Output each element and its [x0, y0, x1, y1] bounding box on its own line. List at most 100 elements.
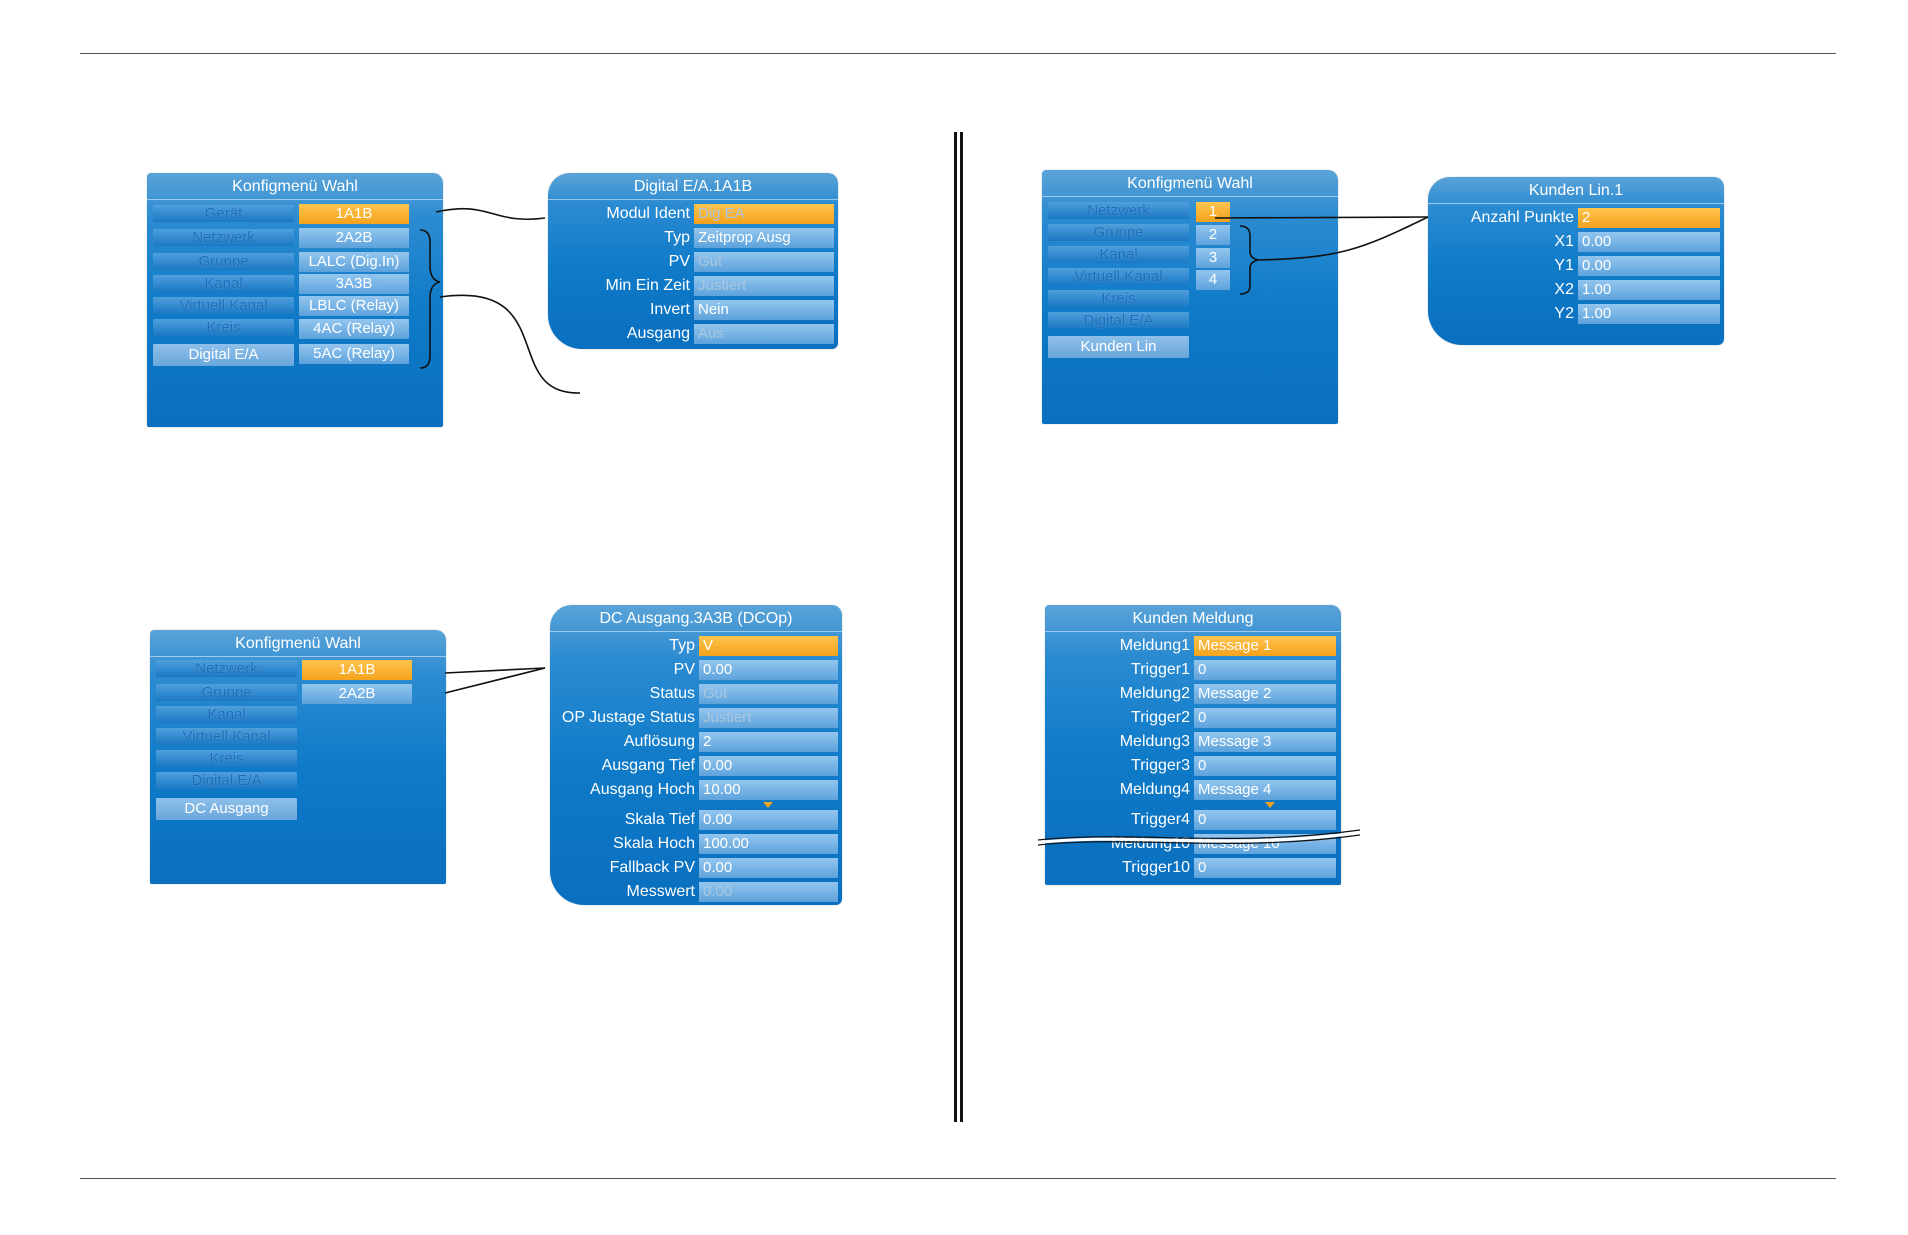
- field-value[interactable]: Zeitprop Ausg: [694, 228, 834, 248]
- field-label: Ausgang Tief: [601, 757, 695, 774]
- menu-item-digital-ea[interactable]: Digital E/A: [153, 344, 294, 366]
- curve-option[interactable]: 3: [1196, 248, 1230, 268]
- module-option[interactable]: 4AC (Relay): [299, 319, 409, 339]
- field-label: Meldung1: [1119, 637, 1190, 654]
- kunden-lin-detail-panel: Kunden Lin.1 Anzahl Punkte 2 X1 0.00 Y1 …: [1428, 177, 1724, 345]
- top-rule: [80, 53, 1836, 54]
- field-value[interactable]: 0: [1194, 756, 1336, 776]
- field-label: Modul Ident: [606, 205, 690, 222]
- field-value[interactable]: 0: [1194, 810, 1336, 830]
- menu-item-kreis[interactable]: Kreis: [153, 319, 294, 336]
- bottom-rule: [80, 1178, 1836, 1179]
- field-value[interactable]: 0: [1194, 708, 1336, 728]
- menu-item-gruppe[interactable]: Gruppe: [156, 684, 297, 701]
- menu-item-kanal[interactable]: Kanal: [153, 275, 294, 292]
- field-value[interactable]: 100.00: [699, 834, 838, 854]
- field-value[interactable]: Message 10: [1194, 834, 1336, 854]
- field-value[interactable]: 1.00: [1578, 280, 1720, 300]
- field-label: PV: [668, 253, 690, 270]
- menu-item-dc-ausgang[interactable]: DC Ausgang: [156, 798, 297, 820]
- field-label: Trigger2: [1131, 709, 1190, 726]
- panel-title: Kunden Meldung: [1045, 609, 1341, 632]
- field-label: Messwert: [626, 883, 695, 900]
- field-label: Y1: [1554, 257, 1574, 274]
- field-value[interactable]: Justiert: [699, 708, 838, 728]
- field-value[interactable]: 2: [1578, 208, 1720, 228]
- field-label: Y2: [1554, 305, 1574, 322]
- curve-option[interactable]: 4: [1196, 270, 1230, 290]
- menu-item-kanal[interactable]: Kanal: [1048, 246, 1189, 263]
- panel-title: Digital E/A.1A1B: [548, 177, 838, 200]
- field-value[interactable]: 2: [699, 732, 838, 752]
- menu-item-digital-ea[interactable]: Digital E/A: [1048, 312, 1189, 329]
- field-label: Skala Tief: [624, 811, 695, 828]
- scroll-down-icon[interactable]: [1265, 802, 1275, 808]
- module-option[interactable]: LBLC (Relay): [299, 296, 409, 316]
- menu-item-kunden-lin[interactable]: Kunden Lin: [1048, 336, 1189, 358]
- module-option[interactable]: 2A2B: [299, 228, 409, 248]
- field-value[interactable]: Nein: [694, 300, 834, 320]
- menu-item-netzwerk[interactable]: Netzwerk: [153, 229, 294, 246]
- field-value[interactable]: Message 1: [1194, 636, 1336, 656]
- field-value[interactable]: 0.00: [699, 858, 838, 878]
- menu-item-netzwerk[interactable]: Netzwerk: [156, 660, 297, 677]
- module-option[interactable]: LALC (Dig.In): [299, 252, 409, 272]
- module-option[interactable]: 5AC (Relay): [299, 344, 409, 364]
- field-label: X1: [1554, 233, 1574, 250]
- field-value[interactable]: 0: [1194, 858, 1336, 878]
- menu-item-gruppe[interactable]: Gruppe: [1048, 224, 1189, 241]
- field-value[interactable]: Message 3: [1194, 732, 1336, 752]
- field-value[interactable]: Justiert: [694, 276, 834, 296]
- field-value[interactable]: 0.00: [1578, 232, 1720, 252]
- field-label: Typ: [664, 229, 690, 246]
- field-value[interactable]: Message 2: [1194, 684, 1336, 704]
- column-divider: [960, 132, 963, 1122]
- field-value[interactable]: Gut: [699, 684, 838, 704]
- field-value[interactable]: 0.00: [699, 660, 838, 680]
- field-label: Trigger3: [1131, 757, 1190, 774]
- curve-option[interactable]: 1: [1196, 202, 1230, 222]
- field-value[interactable]: 10.00: [699, 780, 838, 800]
- menu-item-kreis[interactable]: Kreis: [156, 750, 297, 767]
- panel-title: Konfigmenü Wahl: [150, 634, 446, 657]
- menu-item-virtuell-kanal[interactable]: Virtuell Kanal: [1048, 268, 1189, 285]
- menu-item-netzwerk[interactable]: Netzwerk: [1048, 202, 1189, 219]
- field-label: Meldung3: [1119, 733, 1190, 750]
- field-label: Meldung2: [1119, 685, 1190, 702]
- field-value[interactable]: Aus: [694, 324, 834, 344]
- field-value[interactable]: 0.00: [699, 882, 838, 902]
- field-label: Fallback PV: [609, 859, 695, 876]
- field-label: Typ: [669, 637, 695, 654]
- field-label: Skala Hoch: [613, 835, 695, 852]
- module-option[interactable]: 3A3B: [299, 274, 409, 294]
- field-value[interactable]: 0.00: [699, 810, 838, 830]
- menu-item-virtuell-kanal[interactable]: Virtuell Kanal: [156, 728, 297, 745]
- menu-item-geraet[interactable]: Gerät: [153, 205, 294, 222]
- curve-option[interactable]: 2: [1196, 225, 1230, 245]
- module-option[interactable]: 1A1B: [302, 660, 412, 680]
- field-value[interactable]: 0.00: [699, 756, 838, 776]
- field-value[interactable]: Message 4: [1194, 780, 1336, 800]
- field-label: Trigger1: [1131, 661, 1190, 678]
- menu-item-gruppe[interactable]: Gruppe: [153, 253, 294, 270]
- field-value[interactable]: 0: [1194, 660, 1336, 680]
- module-option[interactable]: 2A2B: [302, 684, 412, 704]
- field-value[interactable]: V: [699, 636, 838, 656]
- menu-item-kanal[interactable]: Kanal: [156, 706, 297, 723]
- config-menu-panel: Konfigmenü Wahl Netzwerk Gruppe Kanal Vi…: [150, 630, 446, 884]
- dc-ausgang-detail-panel: DC Ausgang.3A3B (DCOp) Typ V PV 0.00 Sta…: [550, 605, 842, 905]
- field-value[interactable]: 0.00: [1578, 256, 1720, 276]
- menu-item-kreis[interactable]: Kreis: [1048, 290, 1189, 307]
- field-label: Meldung10: [1110, 835, 1190, 852]
- field-value[interactable]: 1.00: [1578, 304, 1720, 324]
- scroll-down-icon[interactable]: [763, 802, 773, 808]
- module-option[interactable]: 1A1B: [299, 204, 409, 224]
- field-value[interactable]: Gut: [694, 252, 834, 272]
- field-label: Ausgang Hoch: [590, 781, 695, 798]
- menu-item-virtuell-kanal[interactable]: Virtuell Kanal: [153, 297, 294, 314]
- field-value[interactable]: Dig EA: [694, 204, 834, 224]
- menu-item-digital-ea[interactable]: Digital E/A: [156, 772, 297, 789]
- field-label: Trigger4: [1131, 811, 1190, 828]
- panel-title: Konfigmenü Wahl: [1042, 174, 1338, 197]
- config-menu-panel: Konfigmenü Wahl Gerät Netzwerk Gruppe Ka…: [147, 173, 443, 427]
